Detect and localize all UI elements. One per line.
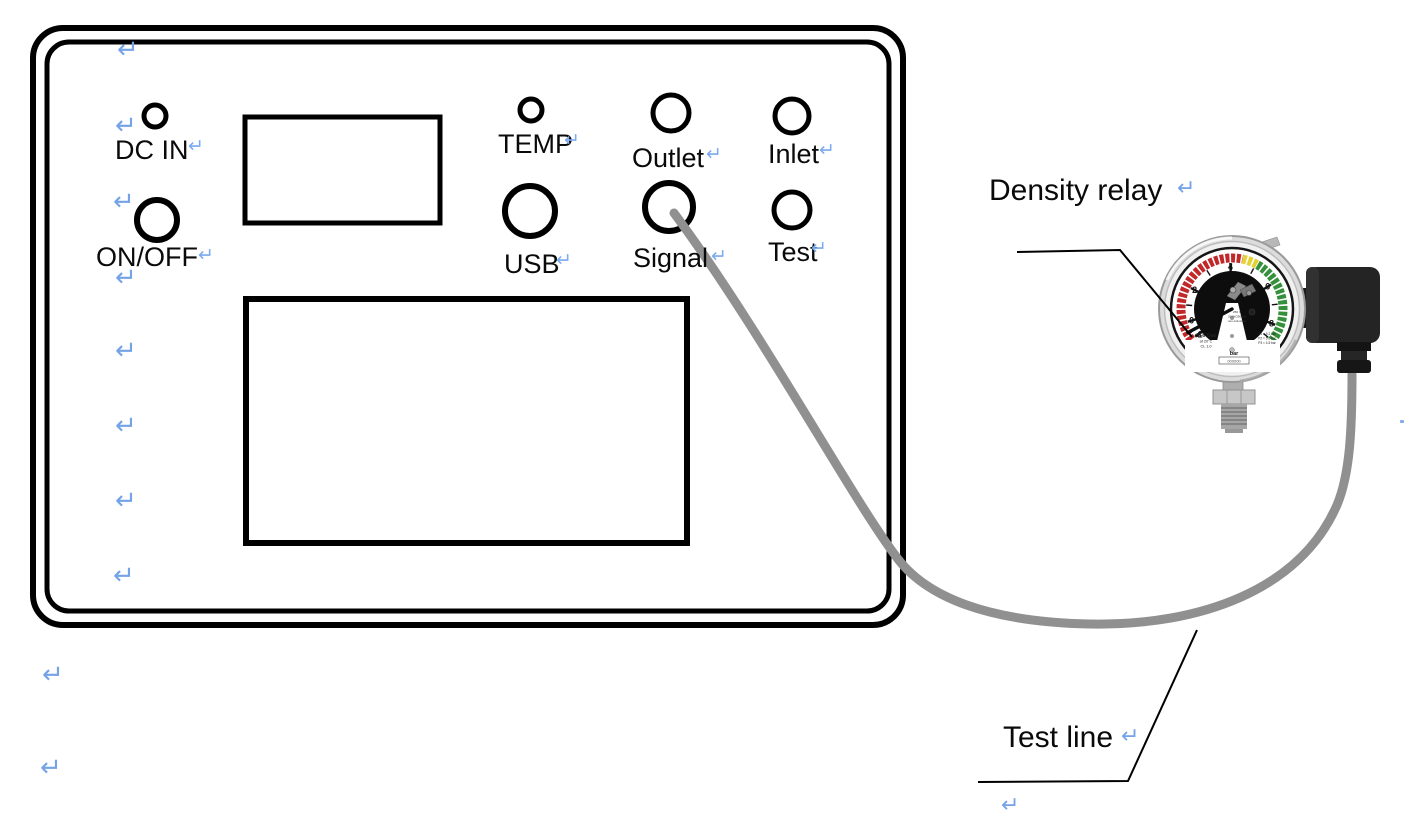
temp-label: TEMP: [498, 129, 574, 159]
usb-label: USB: [504, 249, 560, 279]
paragraph-mark: ↵: [113, 560, 135, 590]
rating-line: non-inductive: [1228, 319, 1247, 323]
on-off-button: [134, 197, 180, 243]
paragraph-mark: ↵: [115, 335, 137, 365]
scale-label: 4: [1228, 262, 1233, 272]
setpoint-line: P2 = 5.0 bar: [1258, 337, 1276, 341]
inlet-label: Inlet: [768, 139, 820, 169]
test-port: [771, 189, 813, 231]
gas-label: SF6 Gas: [1196, 333, 1216, 339]
paragraph-mark: ↵: [117, 34, 139, 64]
class-label: CL 1.0: [1200, 345, 1211, 349]
paragraph-mark: ↵: [819, 140, 835, 161]
paragraph-mark: ↵: [198, 245, 214, 266]
setpoint-line: P3 = 4.5 bar: [1258, 341, 1276, 345]
zone-green: [1255, 260, 1288, 344]
scale-label: 2: [1192, 285, 1197, 295]
density-relay-callout-line: [1016, 248, 1193, 338]
density-relay-label: Density relay: [989, 174, 1163, 207]
test-label: Test: [768, 237, 818, 267]
paragraph-mark: ↵: [115, 410, 137, 440]
paragraph-mark: ↵: [42, 659, 64, 689]
paragraph-mark: ↵: [811, 238, 827, 259]
serial-box: [1218, 356, 1250, 365]
outlet-port: [650, 92, 692, 134]
test-line-cable: [669, 208, 1357, 629]
temp-led: [517, 96, 545, 124]
small-display: [242, 114, 443, 226]
paragraph-mark: ↵: [1177, 175, 1196, 200]
paragraph-mark: ↵: [115, 110, 137, 140]
rating-line: 250 V: [1233, 310, 1242, 314]
gauge-zones: [1176, 253, 1288, 344]
paragraph-mark: ↵: [564, 130, 580, 151]
paragraph-mark: ↵: [1121, 723, 1140, 748]
rating-line: 20 W/250 VA: [1228, 315, 1247, 319]
scale-label: 6: [1265, 282, 1270, 292]
outlet-label: Outlet: [632, 143, 705, 173]
serial-number: 000000: [1227, 358, 1241, 363]
paragraph-mark: ↵: [711, 246, 727, 267]
contact-assembly: [1226, 281, 1247, 301]
paragraph-mark: ↵: [556, 250, 572, 271]
setpoint-line: P1 = 5.2 bar: [1258, 332, 1276, 336]
dc-in-led: [141, 102, 169, 130]
paragraph-mark: ↵: [115, 485, 137, 515]
unit-label: bar: [1230, 351, 1239, 357]
panel-inner-border: [44, 39, 892, 614]
scale-label: 0: [1189, 316, 1194, 326]
paragraph-mark: ↵: [40, 752, 62, 782]
usb-port: [502, 183, 558, 239]
scale-label: -1: [1194, 329, 1202, 339]
gauge-scale-labels: -1 0 2 4 6 8: [1189, 262, 1274, 339]
inlet-port: [772, 96, 812, 136]
density-relay-gauge: -1 0 2 4 6 8 SF6 Gas at 20°C CL: [1158, 235, 1380, 433]
main-display: [243, 296, 690, 546]
paragraph-mark: ↵: [115, 262, 137, 292]
zone-yellow: [1241, 254, 1260, 269]
gauge-stem: [1212, 377, 1256, 433]
analyzer-panel: [30, 25, 906, 628]
test-line-callout-line: [977, 629, 1198, 783]
dc-in-label: DC IN: [115, 135, 189, 165]
gauge-dial-text: SF6 Gas at 20°C CL 1.0 250 V 20 W/250 VA…: [1196, 310, 1277, 365]
zone-red: [1176, 253, 1244, 343]
on-off-label: ON/OFF: [96, 242, 198, 272]
paragraph-mark: ↵: [706, 144, 722, 165]
signal-label: Signal: [633, 243, 709, 273]
paragraph-mark: ↵: [1001, 792, 1020, 817]
paragraph-mark: ↵: [188, 136, 204, 157]
test-line-label: Test line: [1003, 721, 1114, 754]
gauge-needle: [1186, 307, 1234, 335]
scale-label: 8: [1269, 318, 1274, 328]
ref-label: at 20°C: [1200, 340, 1213, 344]
stray-mark: [1400, 420, 1404, 423]
paragraph-mark: ↵: [113, 186, 135, 216]
